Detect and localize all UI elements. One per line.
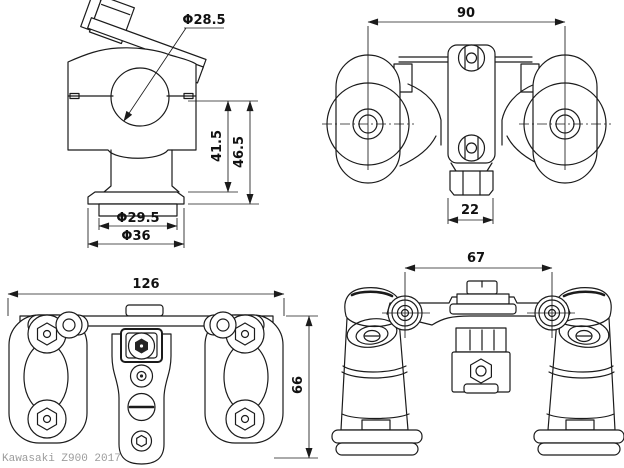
dim-pivot-spacing-label: 67 <box>467 251 485 266</box>
top-tab <box>125 304 164 317</box>
side-view: Φ28.5 41.5 46.5 Φ29.5 Φ36 <box>67 0 259 248</box>
left-clamp-unit <box>8 311 89 444</box>
front-view: 126 66 <box>7 277 318 465</box>
base-diameter-dimensions: Φ29.5 Φ36 <box>87 208 185 248</box>
center-bracket-top <box>447 44 496 196</box>
clamp-width-dimension: 22 <box>447 198 494 224</box>
dim-mount-width-label: 90 <box>457 6 475 21</box>
bottom-nut <box>457 134 486 162</box>
dim-overall-width-label: 126 <box>132 277 159 292</box>
bore-dimension: Φ28.5 <box>123 13 226 122</box>
top-nut <box>457 44 486 72</box>
center-stack <box>449 280 517 315</box>
right-pivot-flange <box>209 311 237 339</box>
dim-clamp-width-label: 22 <box>461 203 479 218</box>
dim-height-a-label: 41.5 <box>210 130 225 162</box>
right-clamp-unit <box>203 311 284 444</box>
assembly-view: 67 <box>331 251 624 457</box>
model-watermark-text: Kawasaki Z900 2017 <box>2 453 121 465</box>
dim-flange-label: Φ36 <box>121 229 150 244</box>
height-dimensions: 41.5 46.5 <box>188 100 259 205</box>
top-view: 90 22 <box>322 6 611 224</box>
left-pivot-flange <box>55 311 83 339</box>
side-view-clamp-block <box>67 47 197 159</box>
pivot-spacing-dimension: 67 <box>404 251 553 272</box>
overall-height-dimension: 66 <box>274 315 318 459</box>
handlebar-bore-circle <box>110 67 170 127</box>
mount-width-dimension: 90 <box>367 6 566 26</box>
dim-height-b-label: 46.5 <box>232 136 247 168</box>
overall-width-dimension: 126 <box>7 277 285 316</box>
center-bracket-front <box>111 328 172 465</box>
hanging-bracket <box>451 327 511 394</box>
dim-bore-label: Φ28.5 <box>182 13 225 28</box>
dim-spigot-label: Φ29.5 <box>116 211 159 226</box>
side-view-base <box>87 149 185 217</box>
dim-overall-height-label: 66 <box>291 376 306 394</box>
